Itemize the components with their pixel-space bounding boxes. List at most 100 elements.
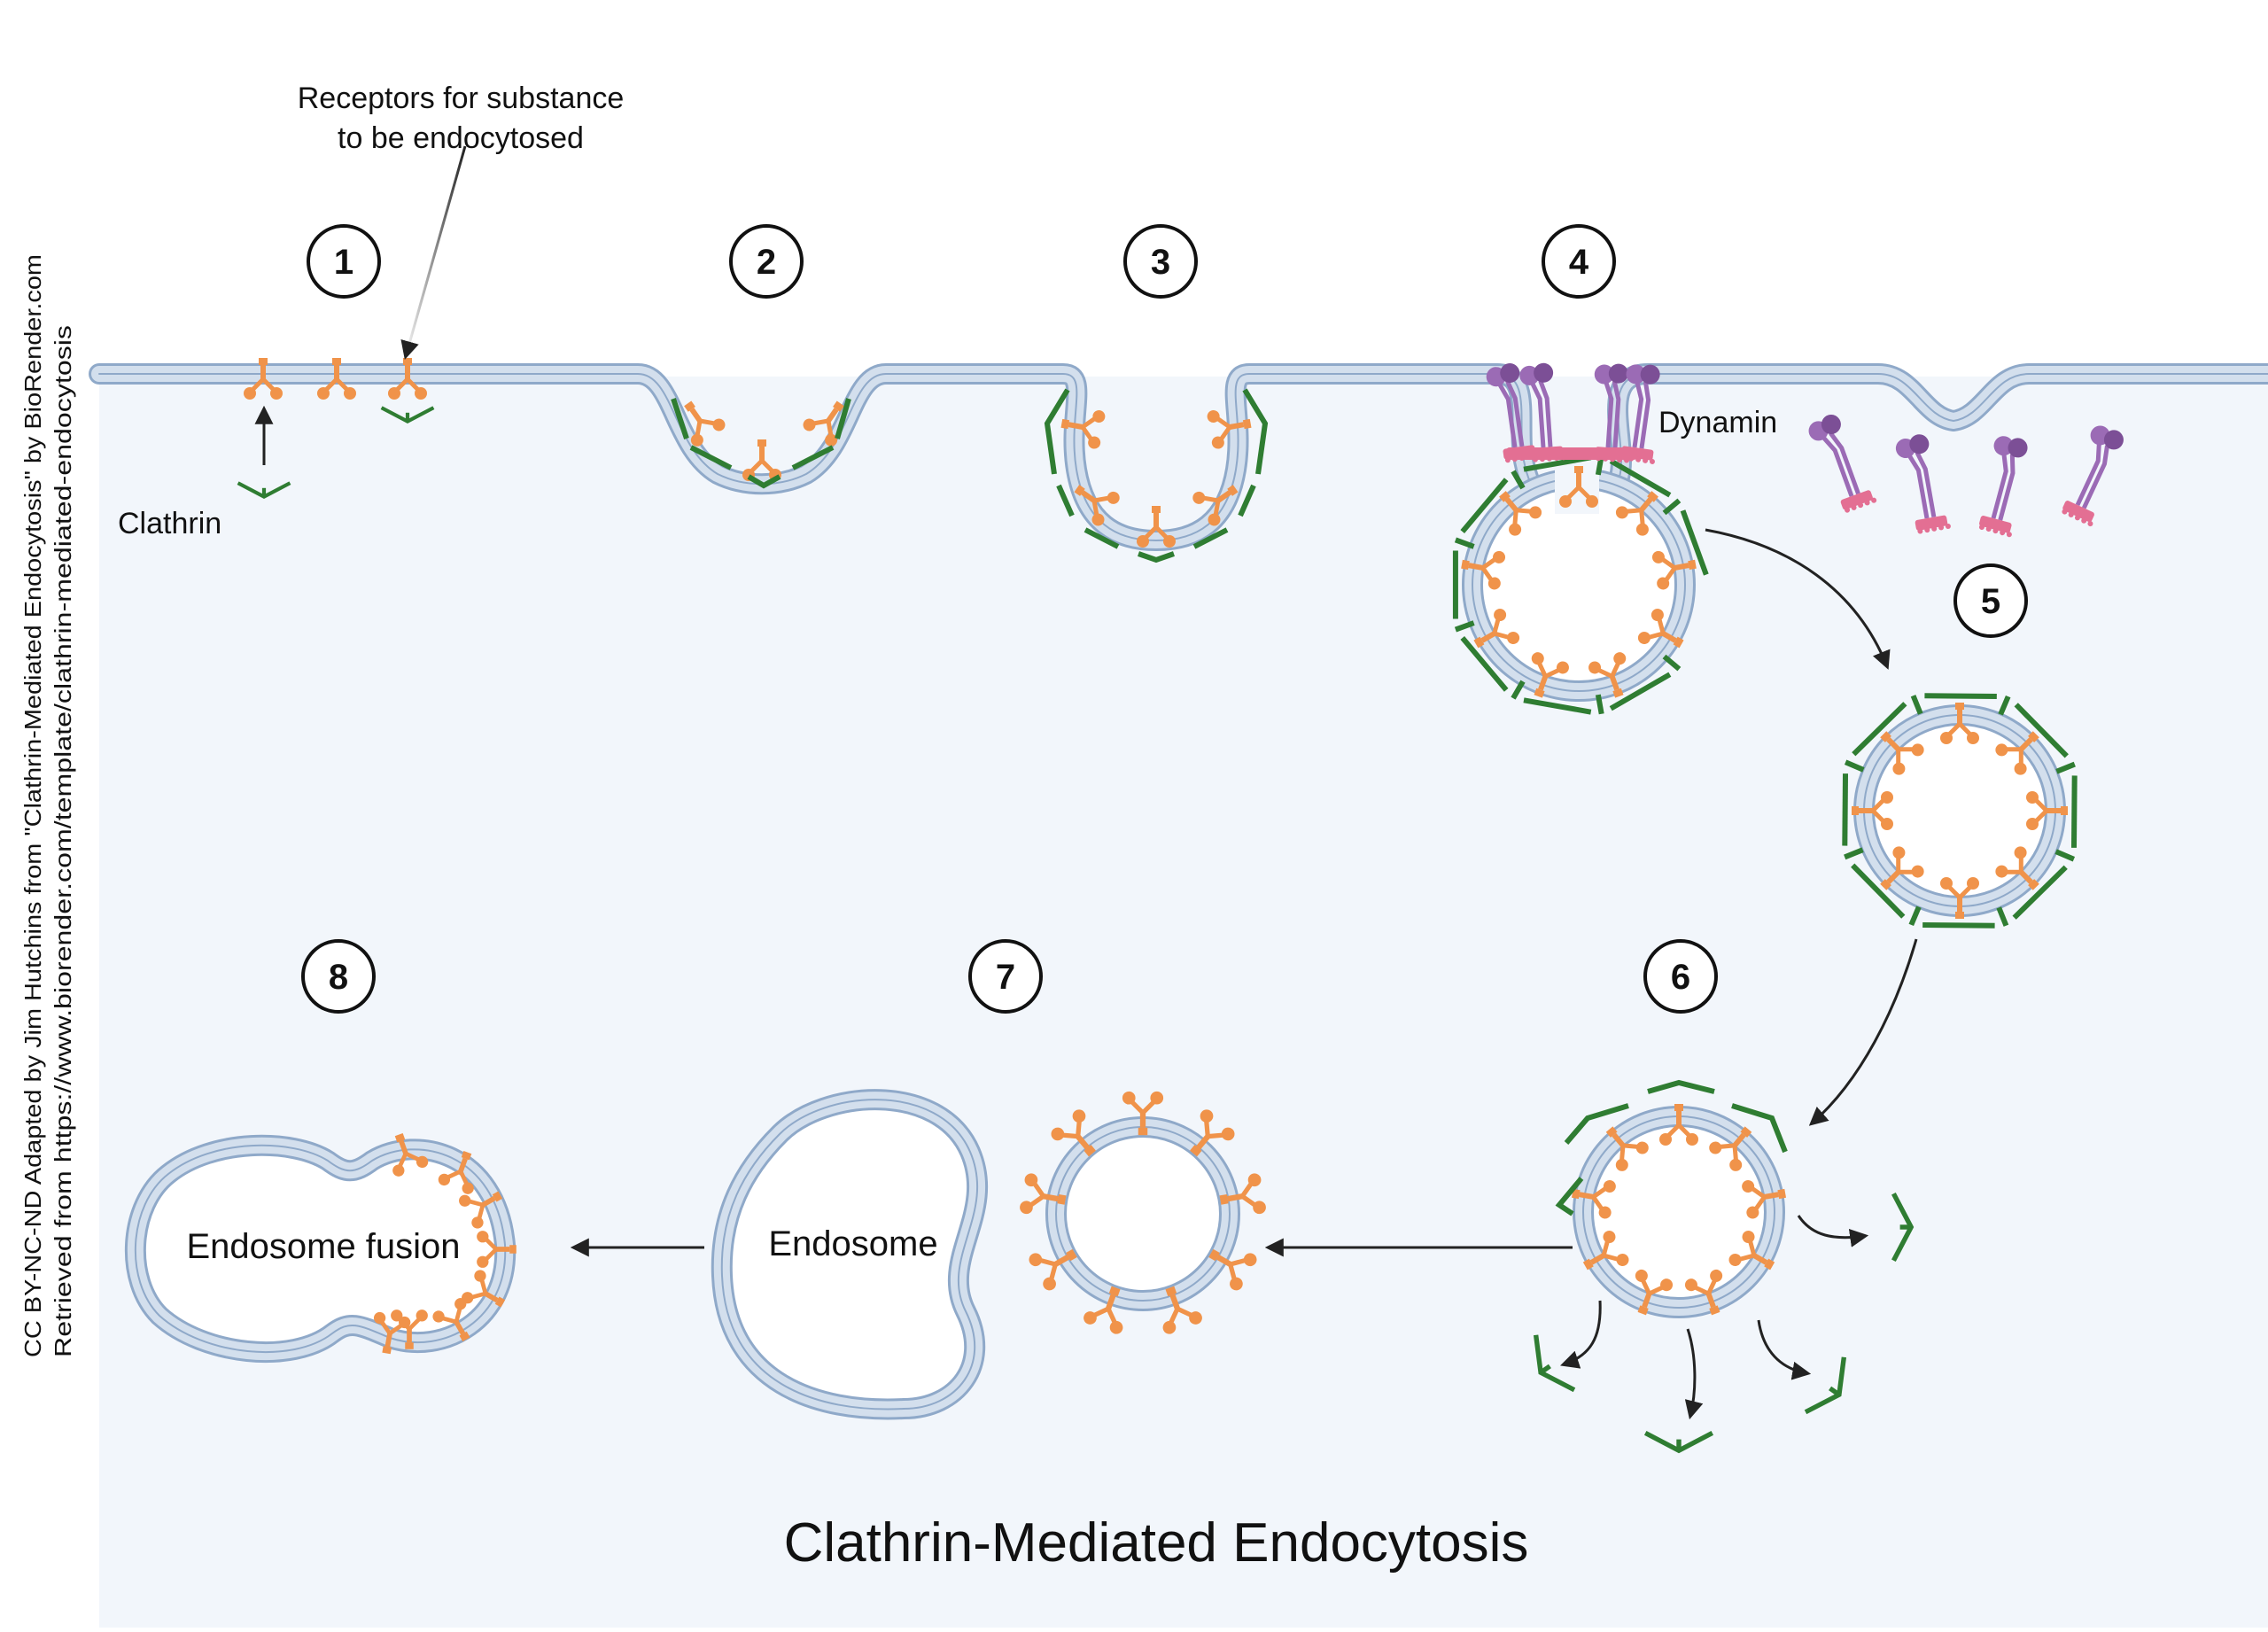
- dynamin-free-4: [2062, 425, 2124, 527]
- receptor-icon: [2026, 791, 2068, 830]
- receptor-icon: [1029, 1248, 1077, 1291]
- clathrin-label: Clathrin: [118, 507, 221, 540]
- dynamin-proteins: [1486, 362, 2124, 538]
- receptor-icon: [1880, 731, 1924, 775]
- arrow-4-to-5: [1705, 528, 1891, 670]
- step-marker-7: 7: [968, 939, 1043, 1014]
- receptor-icon: [1995, 731, 2039, 775]
- diagram-title: Clathrin-Mediated Endocytosis: [784, 1512, 1529, 1574]
- receptor-icon: [1709, 1126, 1752, 1171]
- receptor-icon: [1728, 1231, 1775, 1271]
- receptor-icon: [1020, 1173, 1067, 1215]
- dynamin-free-1: [1808, 415, 1877, 513]
- step-circle: [1953, 563, 2028, 638]
- step-number: 4: [1569, 243, 1589, 282]
- receptor-icon: [1473, 609, 1520, 649]
- receptor-icon: [1074, 485, 1120, 526]
- step-circle: [1123, 224, 1198, 299]
- receptor-icon: [1635, 1269, 1674, 1316]
- text-labels: Receptors for substance to be endocytose…: [118, 82, 1777, 1574]
- receptor-icon: [1651, 550, 1697, 590]
- endosome-label: Endosome: [768, 1224, 937, 1263]
- dynamin-ring: [1506, 447, 1637, 460]
- step-circle: [729, 224, 804, 299]
- step-circle: [301, 939, 376, 1014]
- step-marker-5: 5: [1953, 563, 2028, 638]
- receptor-icon: [1880, 846, 1924, 890]
- endosome-fusion-shape: [124, 1134, 517, 1364]
- receptor-icon: [1060, 410, 1106, 449]
- attribution-line1: CC BY-NC-ND Adapted by Jim Hutchins from…: [19, 254, 46, 1357]
- receptor-icon: [477, 1231, 517, 1268]
- receptor-icon: [1208, 1248, 1257, 1291]
- vesicle-step6: [1573, 1106, 1785, 1318]
- vesicle-step7: [1045, 1116, 1240, 1311]
- dynamin-free-2: [1895, 434, 1951, 534]
- receptor-icon: [1559, 466, 1598, 508]
- attribution: CC BY-NC-ND Adapted by Jim Hutchins from…: [19, 254, 76, 1357]
- receptors: [244, 358, 2068, 1355]
- endosome-fusion-label: Endosome fusion: [186, 1227, 460, 1266]
- receptor-icon: [1615, 491, 1658, 536]
- receptors-label-line2: to be endocytosed: [338, 121, 584, 155]
- receptor-icon: [1531, 652, 1569, 698]
- receptor-icon: [1995, 846, 2039, 890]
- receptor-icon: [1571, 1179, 1616, 1219]
- step-circle: [1542, 224, 1616, 299]
- dynamin-free-3: [1978, 436, 2028, 538]
- clathrin-coat-step3: [1044, 388, 1269, 563]
- arrow-uncoat-right: [1797, 1215, 1869, 1247]
- receptor-icon: [459, 1191, 503, 1229]
- step-marker-2: 2: [729, 224, 804, 299]
- arrow-5-to-6: [1808, 938, 1918, 1126]
- clathrin-icon: [1891, 1192, 1915, 1263]
- receptor-icon: [1162, 1286, 1202, 1334]
- step-number: 5: [1981, 582, 2000, 621]
- receptor-icon: [392, 1132, 429, 1177]
- receptor-icon: [803, 400, 844, 447]
- clathrin-coat-step6: [1555, 1079, 1788, 1216]
- receptor-icon: [1051, 1109, 1096, 1157]
- receptor-icon: [1499, 491, 1542, 536]
- step-number: 3: [1151, 243, 1170, 282]
- step-marker-1: 1: [307, 224, 381, 299]
- receptor-icon: [1588, 652, 1627, 698]
- receptor-icon: [1190, 1109, 1235, 1157]
- step-number: 7: [996, 958, 1015, 997]
- dynamin-label: Dynamin: [1658, 406, 1777, 439]
- receptor-icon: [1637, 609, 1684, 649]
- receptor-icon: [388, 358, 427, 400]
- receptor-icon: [1852, 791, 1893, 830]
- receptor-icon: [1605, 1126, 1649, 1171]
- receptor-icon: [438, 1150, 474, 1194]
- receptor-icon: [1137, 506, 1176, 548]
- receptor-icon: [1219, 1173, 1266, 1215]
- endosome-shape: [711, 1089, 989, 1420]
- step-marker-8: 8: [301, 939, 376, 1014]
- step-circle: [307, 224, 381, 299]
- step-circle: [1643, 939, 1718, 1014]
- receptor-icon: [432, 1298, 470, 1342]
- receptor-icon: [1084, 1286, 1123, 1334]
- receptor-icon: [1742, 1179, 1787, 1219]
- receptor-icon: [1207, 410, 1252, 449]
- receptor-icon: [1940, 877, 1979, 919]
- receptor-icon: [244, 358, 283, 400]
- cytoplasm: [99, 377, 2268, 1628]
- attribution-line2: Retrieved from https://www.biorender.com…: [50, 325, 76, 1357]
- receptor-icon: [1940, 703, 1979, 744]
- arrow-uncoat-br: [1757, 1319, 1812, 1380]
- step-marker-6: 6: [1643, 939, 1718, 1014]
- clathrin-coat-step5: [1842, 693, 2078, 929]
- receptors-label-line1: Receptors for substance: [298, 82, 625, 115]
- step-number: 1: [334, 243, 353, 282]
- receptor-icon: [1659, 1104, 1698, 1146]
- clathrin-coats: [237, 388, 2078, 1454]
- receptor-icon: [684, 400, 726, 447]
- step-number: 2: [757, 243, 776, 282]
- receptor-icon: [1461, 550, 1506, 590]
- clathrin-icon: [1533, 1334, 1576, 1393]
- arrow-uncoat-bl: [1560, 1300, 1602, 1369]
